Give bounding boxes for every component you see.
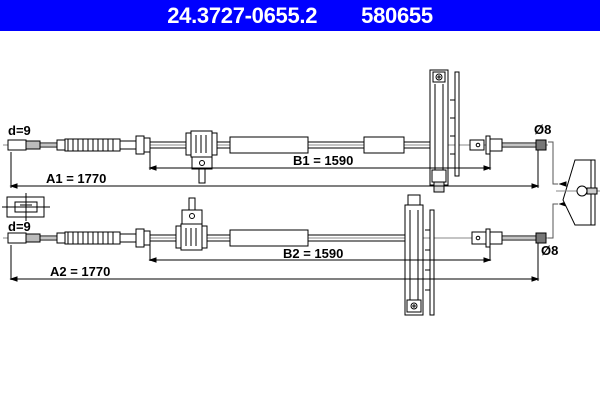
cable-1-nipple-diameter: Ø8 [534,122,551,137]
end-fitting-detail-icon [2,193,50,221]
cable-1-sheath-length: B1 = 1590 [293,153,353,168]
cable-2 [3,194,548,316]
cable-2-sheath-length: B2 = 1590 [283,246,343,261]
cable-1 [3,69,548,193]
bracket-2 [404,194,435,316]
cable-1-end-diameter: d=9 [8,123,31,138]
mounting-clip-1 [185,130,218,184]
cable-2-end-diameter: d=9 [8,219,31,234]
header-bar: 24.3727-0655.2 580655 [0,0,600,31]
boot-bellows-2 [64,231,121,245]
cable-2-overall-length: A2 = 1770 [50,264,110,279]
boot-bellows-1 [64,138,121,152]
reference-number: 580655 [361,2,433,28]
brake-lever-detail-icon [548,141,600,239]
part-number: 24.3727-0655.2 [167,2,318,28]
mounting-clip-2 [175,197,208,251]
cable-2-nipple-diameter: Ø8 [541,243,558,258]
bracket-1 [429,69,460,193]
cable-1-overall-length: A1 = 1770 [46,171,106,186]
